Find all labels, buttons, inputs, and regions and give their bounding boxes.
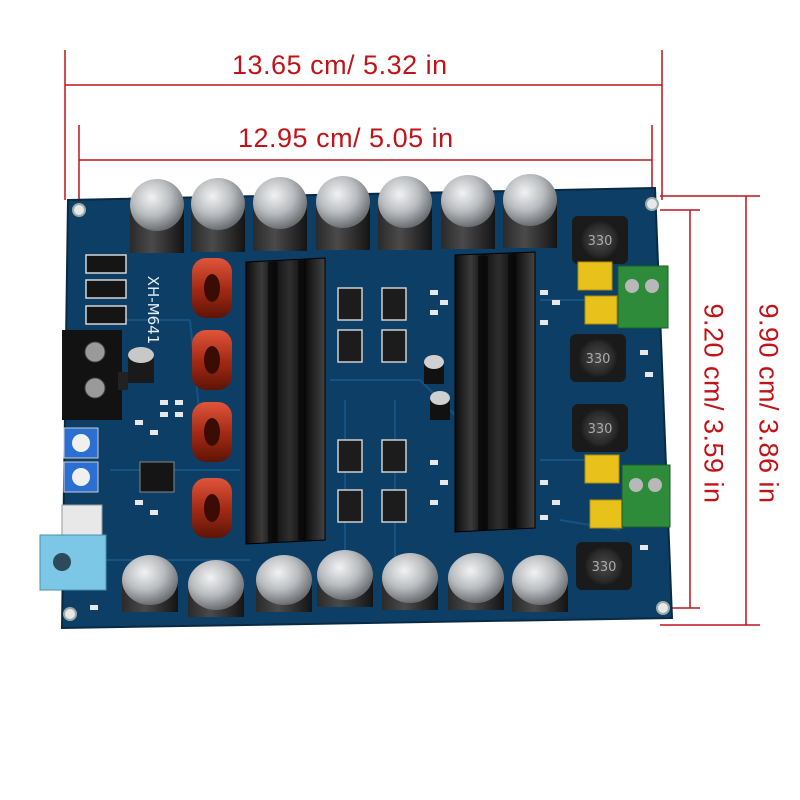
potentiometers <box>63 427 99 493</box>
dimension-lines <box>64 50 760 626</box>
bottom-capacitors <box>122 550 568 617</box>
center-components <box>337 287 407 523</box>
shielded-inductors: 330 330 330 330 <box>570 216 632 590</box>
hole-width-label: 12.95 cm/ 5.05 in <box>238 123 454 153</box>
inductor-label: 330 <box>592 560 617 575</box>
left-diodes <box>85 254 127 325</box>
board-model-text: XH-M641 <box>144 276 162 345</box>
top-capacitors <box>130 174 557 253</box>
opamp-ic <box>139 461 175 493</box>
toroid-inductors <box>192 258 232 538</box>
inductor-label: 330 <box>588 422 613 437</box>
inductor-label: 330 <box>586 352 611 367</box>
smd-parts <box>90 290 653 610</box>
signal-connector <box>61 504 103 538</box>
output-terminals <box>617 265 671 528</box>
power-terminal <box>62 330 128 420</box>
film-capacitors <box>577 261 623 529</box>
inductor-label: 330 <box>588 234 613 249</box>
small-cap-left <box>128 347 154 383</box>
overall-width-label: 13.65 cm/ 5.32 in <box>232 50 448 80</box>
center-small-capacitors <box>424 355 450 420</box>
audio-jack <box>39 534 107 591</box>
heatsinks <box>245 251 536 545</box>
